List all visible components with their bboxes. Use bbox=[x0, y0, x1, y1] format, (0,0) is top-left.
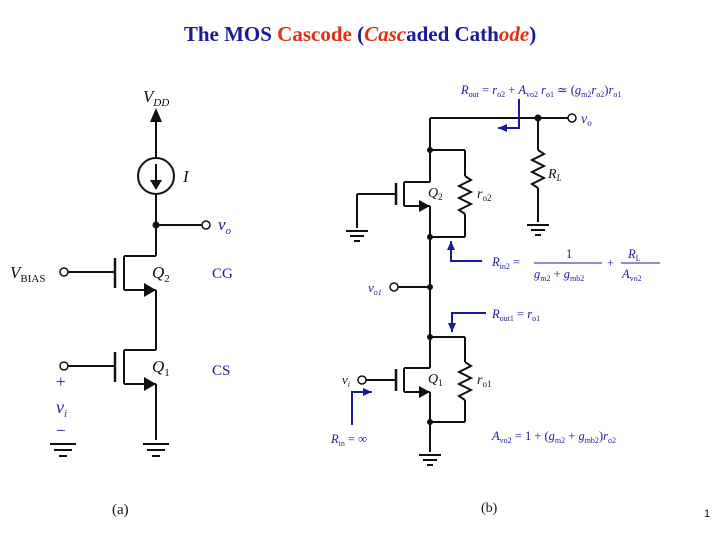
cg-label: CG bbox=[212, 266, 233, 282]
minus-sign: − bbox=[56, 421, 66, 440]
resistor-rl bbox=[529, 118, 547, 222]
vi-label: vi bbox=[56, 397, 67, 420]
q1-source-node bbox=[427, 419, 433, 425]
resistor-ro2 bbox=[430, 149, 474, 238]
vo-terminal bbox=[201, 220, 211, 230]
vi-label-b: vi bbox=[342, 372, 350, 389]
caption-a: (a) bbox=[112, 502, 129, 518]
current-source bbox=[137, 157, 175, 195]
resistor-ro1 bbox=[430, 336, 474, 423]
ground-left-icon bbox=[50, 443, 76, 457]
vbias-terminal bbox=[59, 267, 69, 277]
ground-rl-icon bbox=[527, 224, 549, 236]
transistor-q1-b bbox=[366, 367, 431, 452]
rin-arrow bbox=[351, 388, 372, 425]
rout-equation: Rout = ro2 + Avo2 ro1 ≃ (gm2ro2)ro1 bbox=[460, 83, 621, 99]
current-label: I bbox=[182, 167, 190, 186]
transistor-q2-b bbox=[356, 181, 431, 237]
vbias-label: VBIAS bbox=[10, 263, 45, 285]
rin2-arrow bbox=[447, 241, 482, 262]
q2-label: Q2 bbox=[152, 263, 170, 285]
rl-label: RL bbox=[547, 167, 562, 183]
q2-label-b: Q2 bbox=[428, 186, 443, 202]
rout1-arrow bbox=[448, 312, 486, 332]
vo-label-b: vo bbox=[581, 112, 592, 128]
left-circuit: VDD I vo VBIAS Q2 CG bbox=[10, 87, 233, 518]
cs-label: CS bbox=[212, 363, 230, 379]
vdd-arrow bbox=[150, 108, 162, 158]
avo2-equation: Avo2 = 1 + (gm2 + gmb2)ro2 bbox=[491, 429, 616, 445]
vo-terminal-b bbox=[567, 113, 577, 123]
plus-sign: + bbox=[56, 372, 66, 391]
ro2-label: ro2 bbox=[477, 187, 491, 203]
svg-text:Rin2 =: Rin2 = bbox=[491, 255, 520, 271]
vi-terminal bbox=[59, 361, 69, 371]
q1-label: Q1 bbox=[152, 357, 170, 379]
vo-label: vo bbox=[218, 215, 232, 237]
ro1-label: ro1 bbox=[477, 373, 491, 389]
vdd-label: VDD bbox=[143, 87, 169, 109]
q1-label-b: Q1 bbox=[428, 372, 443, 388]
vo1-terminal bbox=[389, 282, 399, 292]
svg-text:RL: RL bbox=[627, 247, 641, 263]
slide-title: The MOS Cascode (Cascaded Cathode) bbox=[183, 22, 537, 46]
rout1-equation: Rout1 = ro1 bbox=[491, 307, 540, 323]
caption-b: (b) bbox=[481, 501, 498, 516]
transistor-q2 bbox=[68, 255, 157, 350]
vo1-label: vo1 bbox=[368, 280, 382, 297]
rin2-equation: Rin2 = 1 gm2 + gmb2 + RL Avo2 bbox=[491, 247, 660, 283]
vi-terminal-b bbox=[357, 375, 367, 385]
transistor-q1 bbox=[68, 349, 157, 440]
svg-text:+: + bbox=[607, 256, 614, 270]
ground-q1-b-icon bbox=[419, 454, 441, 466]
svg-text:Avo2: Avo2 bbox=[621, 267, 642, 283]
right-circuit: Rout = ro2 + Avo2 ro1 ≃ (gm2ro2)ro1 vo R… bbox=[330, 83, 660, 516]
svg-text:1: 1 bbox=[566, 247, 572, 261]
page-number: 1 bbox=[704, 508, 710, 520]
rout-arrow bbox=[498, 99, 520, 132]
svg-text:gm2 + gmb2: gm2 + gmb2 bbox=[534, 267, 584, 283]
ground-q2-icon bbox=[346, 230, 368, 242]
rin-equation: Rin = ∞ bbox=[330, 432, 367, 448]
ground-q1-icon bbox=[143, 443, 169, 457]
